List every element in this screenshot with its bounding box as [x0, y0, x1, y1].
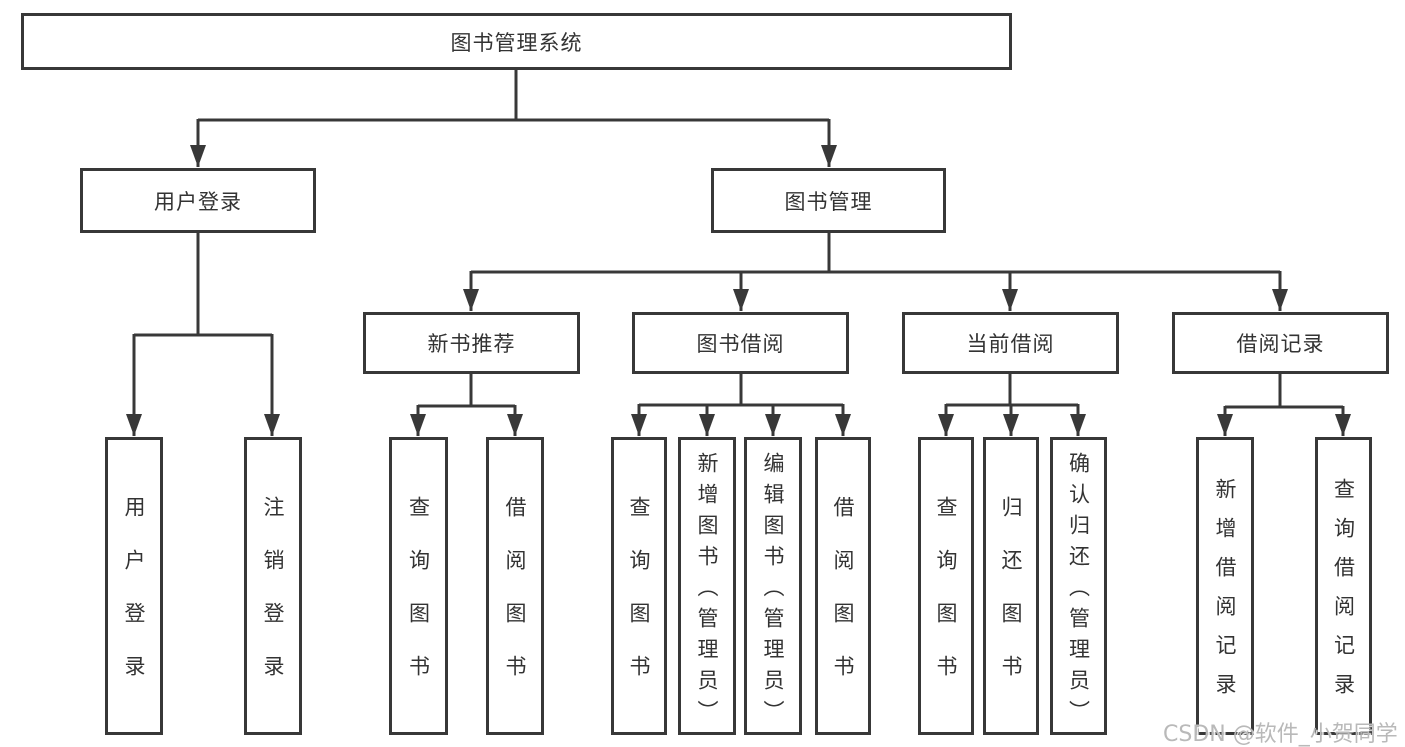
node-book-management: 图书管理	[711, 168, 946, 233]
node-label: 查询图书	[406, 496, 431, 708]
node-add-borrow-record: 新增借阅记录	[1196, 437, 1254, 735]
node-book-borrowing: 图书借阅	[632, 312, 849, 374]
node-label: 确认归还（管理员）	[1066, 451, 1091, 731]
node-user-login-leaf: 用户登录	[105, 437, 163, 735]
tree-connectors	[126, 70, 1351, 436]
node-label: 归还图书	[999, 496, 1023, 708]
node-new-book-recommend: 新书推荐	[363, 312, 580, 374]
node-borrowing-search-books: 查询图书	[611, 437, 667, 735]
node-label: 借阅图书	[503, 496, 527, 708]
node-recommend-search-books: 查询图书	[389, 437, 448, 735]
node-label: 用户登录	[154, 189, 242, 214]
node-logout-leaf: 注销登录	[244, 437, 302, 735]
node-return-books: 归还图书	[983, 437, 1039, 735]
node-label: 查询图书	[934, 496, 958, 708]
node-label: 图书借阅	[696, 332, 785, 356]
node-add-book-admin: 新增图书（管理员）	[678, 437, 736, 735]
node-label: 新增图书（管理员）	[695, 451, 719, 731]
node-label: 查询图书	[627, 496, 651, 708]
node-label: 查询借阅记录	[1331, 478, 1356, 712]
node-label: 图书管理系统	[450, 30, 583, 55]
node-recommend-borrow-books: 借阅图书	[486, 437, 544, 735]
node-edit-book-admin: 编辑图书（管理员）	[744, 437, 802, 735]
node-label: 用户登录	[122, 496, 146, 708]
node-library-management-system: 图书管理系统	[21, 13, 1012, 70]
node-label: 注销登录	[261, 496, 285, 708]
csdn-watermark: CSDN @软件_小贺同学	[1163, 722, 1398, 747]
node-label: 借阅图书	[831, 496, 855, 708]
node-borrow-records: 借阅记录	[1172, 312, 1389, 374]
node-label: 编辑图书（管理员）	[761, 451, 785, 731]
node-label: 新书推荐	[427, 332, 516, 356]
node-confirm-return-admin: 确认归还（管理员）	[1050, 437, 1107, 735]
node-borrowing-borrow-books: 借阅图书	[815, 437, 871, 735]
node-search-borrow-record: 查询借阅记录	[1315, 437, 1372, 735]
node-label: 图书管理	[784, 189, 873, 214]
node-current-borrowing: 当前借阅	[902, 312, 1119, 374]
node-current-search-books: 查询图书	[918, 437, 974, 735]
node-label: 当前借阅	[966, 332, 1055, 356]
node-label: 借阅记录	[1236, 332, 1325, 356]
node-label: 新增借阅记录	[1213, 478, 1237, 712]
node-user-login-group: 用户登录	[80, 168, 316, 233]
